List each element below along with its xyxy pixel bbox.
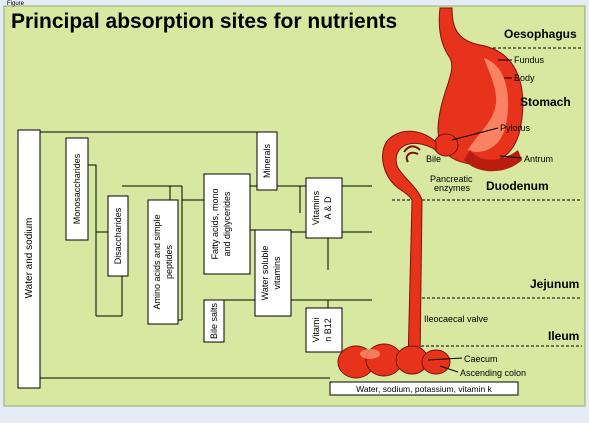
amino-acids-label-2: peptides: [164, 244, 174, 279]
water-soluble-label-2: vitamins: [272, 256, 282, 290]
body-label: Body: [514, 73, 535, 83]
pylorus-shape: [434, 134, 458, 156]
figure-label: Figure: [7, 1, 25, 7]
oesophagus-label: Oesophagus: [504, 27, 577, 41]
enzymes-label: enzymes: [434, 183, 471, 193]
ileocaecal-valve-label: Ileocaecal valve: [424, 314, 488, 324]
stomach-label: Stomach: [520, 95, 571, 109]
vitamin-b12-label-2: n B12: [323, 318, 333, 342]
antrum-label: Antrum: [524, 154, 553, 164]
bile-label: Bile: [426, 154, 441, 164]
vitamins-ad-label-1: Vitamins: [311, 190, 321, 225]
amino-acids-label-1: Amino acids and simple: [152, 214, 162, 309]
vitamin-b12-label-1: Vitami: [311, 318, 321, 343]
jejunum-label: Jejunum: [530, 277, 579, 291]
vitamins-ad-label-2: A & D: [323, 196, 333, 220]
monosaccharides-label: Monosaccharides: [72, 153, 82, 224]
duodenum-label: Duodenum: [486, 179, 549, 193]
ileum-label: Ileum: [548, 329, 579, 343]
colon-absorption-label: Water, sodium, potassium, vitamin k: [356, 384, 492, 394]
caecum-label: Caecum: [464, 354, 498, 364]
water-sodium-label: Water and sodium: [24, 218, 35, 299]
minerals-label: Minerals: [262, 143, 272, 178]
bile-salts-label: Bile salts: [209, 302, 219, 339]
ascending-colon-label: Ascending colon: [460, 368, 526, 378]
fundus-label: Fundus: [514, 55, 545, 65]
disaccharides-label: Disaccharides: [113, 207, 123, 264]
fatty-acids-label-2: and diglycerides: [222, 191, 232, 257]
diagram-title: Principal absorption sites for nutrients: [11, 10, 397, 33]
water-soluble-label-1: Water soluble: [260, 246, 270, 301]
fatty-acids-label-1: Fatty acids, mono: [210, 188, 220, 259]
colon-highlight: [360, 349, 380, 359]
pylorus-label: Pylorus: [500, 123, 531, 133]
ascending-colon-shape: [422, 350, 450, 374]
